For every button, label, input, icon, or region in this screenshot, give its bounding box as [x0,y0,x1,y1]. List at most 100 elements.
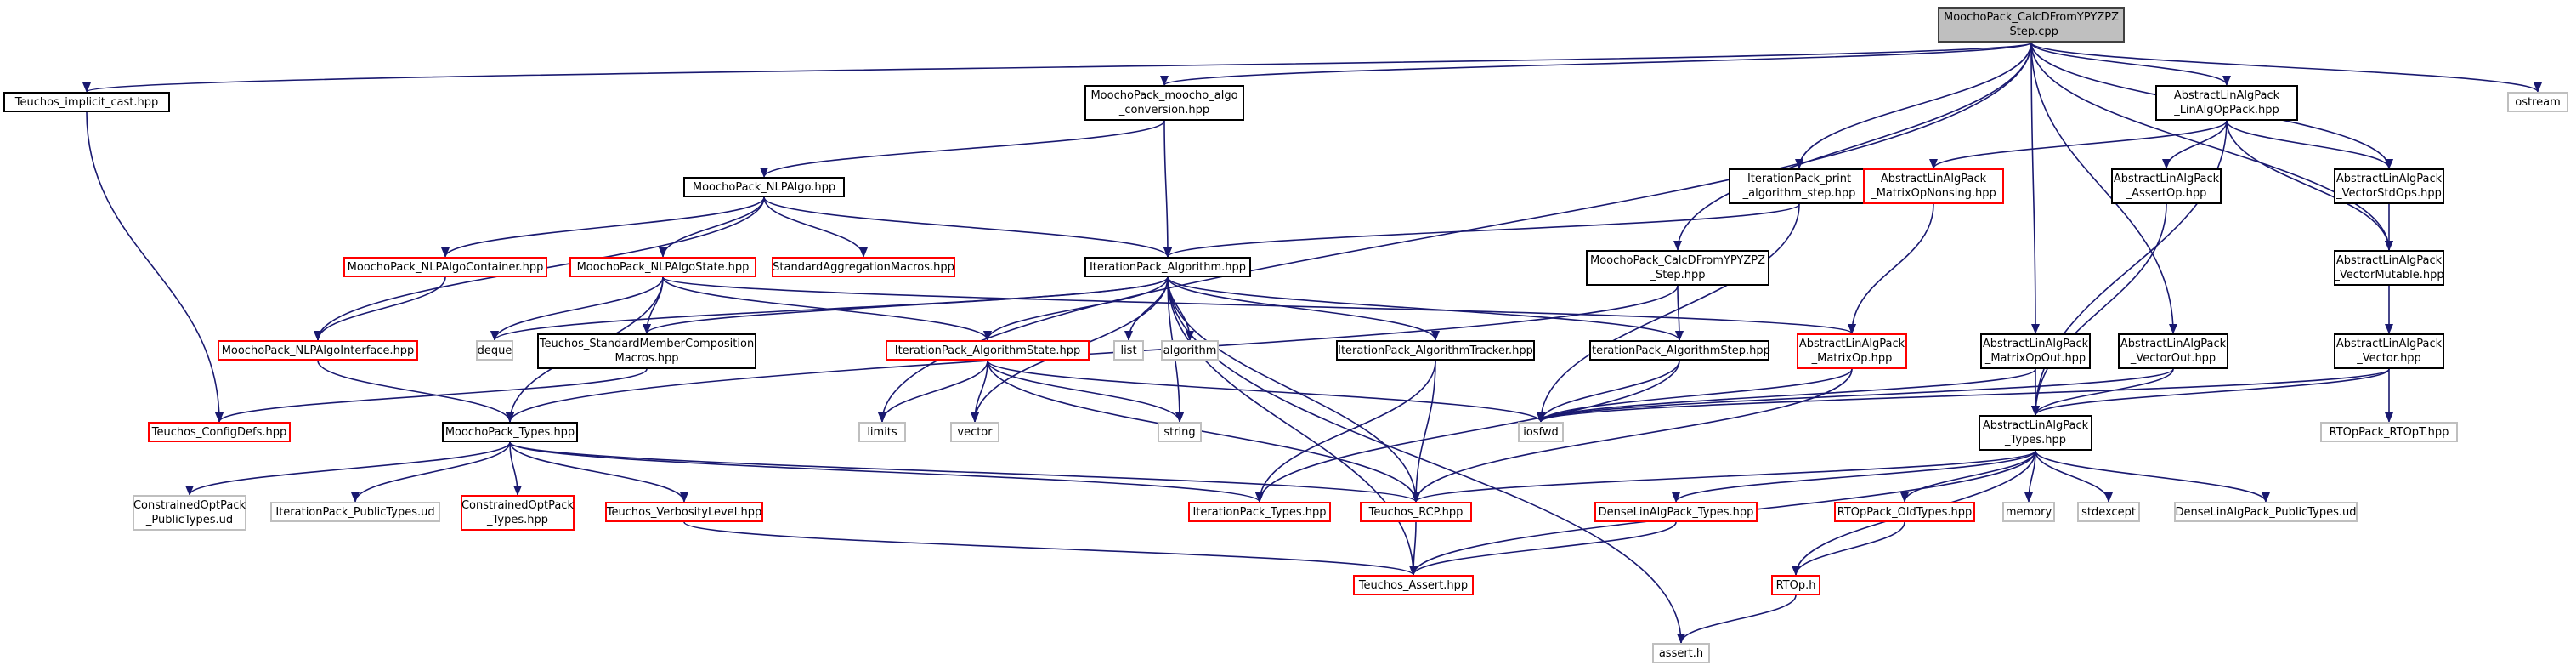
file-node-rtop-h[interactable]: RTOp.h [1771,575,1820,595]
file-node-teuchos-assert[interactable]: Teuchos_Assert.hpp [1353,575,1474,595]
edge-root-to-linalg-op [2030,42,2231,86]
edge-nlpalgo-interface-to-moocho-types [317,360,514,423]
edge-rcp-to-teuchos-assert [1409,521,1418,576]
edge-linalg-op-to-vector-std-ops [2226,120,2393,169]
file-node-iter-public: IterationPack_PublicTypes.ud [270,502,440,522]
file-node-root[interactable]: MoochoPack_CalcDFromYPYZPZ _Step.cpp [1938,7,2125,43]
edge-iter-algo-step-to-iosfwd [1537,360,1680,423]
edge-moocho-types-to-iter-types [509,441,1264,503]
edge-root-to-vector-out [2030,42,2177,334]
edge-nlpalgo-state-to-std-member-comp [643,276,664,334]
edge-iter-algorithm-to-iter-algo-state [983,276,1169,341]
edge-nlpalgo-state-to-deque [490,276,664,341]
file-node-deque: deque [476,340,513,361]
edge-vector-hpp-to-iosfwd [1537,368,2390,423]
file-node-copt-public: ConstrainedOptPack _PublicTypes.ud [133,495,246,531]
edge-iter-algorithm-to-std-member-comp [643,276,1169,334]
file-node-memory: memory [2002,502,2055,522]
file-node-assert-h: assert.h [1652,643,1710,663]
edge-moocho-algo-conv-to-iter-algorithm [1163,120,1172,258]
file-node-ostream: ostream [2507,92,2568,112]
file-node-vector-hpp[interactable]: AbstractLinAlgPack _Vector.hpp [2334,333,2444,369]
file-node-matrix-op[interactable]: AbstractLinAlgPack _MatrixOp.hpp [1797,333,1907,369]
file-node-rtop-old[interactable]: RTOpPack_OldTypes.hpp [1834,502,1975,522]
edge-moocho-types-to-copt-public [185,441,511,496]
edge-alap-types-to-stdexcept [2035,450,2113,503]
file-node-vector-out[interactable]: AbstractLinAlgPack _VectorOut.hpp [2118,333,2228,369]
edge-assert-op-to-alap-types [2031,203,2167,416]
edge-iter-algo-state-to-rcp [987,360,1420,503]
file-node-matrix-op-nonsing[interactable]: AbstractLinAlgPack _MatrixOpNonsing.hpp [1863,168,2004,204]
edge-root-to-matrix-op-out [2030,42,2040,334]
edge-matrix-op-out-to-iosfwd [1537,368,2036,423]
edge-rtop-old-to-rtop-h [1792,521,1905,576]
edge-iter-algo-step-to-iter-types [1255,360,1680,503]
file-node-copt-types[interactable]: ConstrainedOptPack _Types.hpp [461,495,575,531]
edge-root-to-ostream [2030,42,2542,93]
edge-vector-out-to-iosfwd [1537,368,2174,423]
edge-iter-algo-tracker-to-iter-types [1255,360,1436,503]
edge-iter-print-to-iter-algorithm [1163,203,1800,258]
edge-root-to-moocho-algo-conv [1160,42,2032,86]
edge-iter-algorithm-to-list [1124,276,1169,341]
edge-iter-algo-state-to-string [987,360,1184,423]
edge-std-member-comp-to-config-defs [215,368,648,423]
file-node-vector-mutable[interactable]: AbstractLinAlgPack _VectorMutable.hpp [2334,250,2444,286]
edge-nlpalgo-container-to-nlpalgo-interface [314,276,446,341]
file-node-nlpalgo-interface[interactable]: MoochoPack_NLPAlgoInterface.hpp [218,340,418,361]
file-node-alap-types[interactable]: AbstractLinAlgPack _Types.hpp [1979,415,2092,451]
edge-nlpalgo-to-nlpalgo-state [659,196,765,258]
edge-iter-algo-tracker-to-rcp [1412,360,1436,503]
edge-iter-algorithm-to-rcp [1167,276,1420,503]
file-node-string: string [1158,422,1202,442]
edge-linalg-op-to-alap-types [2031,120,2228,416]
file-node-dense-types[interactable]: DenseLinAlgPack_Types.hpp [1594,502,1758,522]
file-node-iter-algorithm[interactable]: IterationPack_Algorithm.hpp [1084,257,1251,277]
file-node-stdexcept: stdexcept [2077,502,2140,522]
edge-iter-algorithm-to-deque [490,276,1169,341]
edge-verbosity-to-teuchos-assert [683,521,1418,576]
edge-moocho-types-to-copt-types [509,441,522,496]
file-node-limits: limits [858,422,906,442]
file-node-config-defs[interactable]: Teuchos_ConfigDefs.hpp [148,422,291,442]
edge-vector-out-to-alap-types [2031,368,2174,416]
file-node-implicit-cast[interactable]: Teuchos_implicit_cast.hpp [3,92,170,112]
file-node-moocho-algo-conv[interactable]: MoochoPack_moocho_algo _conversion.hpp [1084,85,1244,121]
file-node-nlpalgo-container[interactable]: MoochoPack_NLPAlgoContainer.hpp [343,257,547,277]
file-node-std-member-comp[interactable]: Teuchos_StandardMemberComposition Macros… [537,333,756,369]
edge-alap-types-to-rcp [1412,450,2036,503]
file-node-vector: vector [950,422,999,442]
file-node-iter-algo-tracker[interactable]: IterationPack_AlgorithmTracker.hpp [1336,340,1535,361]
edge-nlpalgo-to-std-agg-macros [763,196,868,258]
edge-iter-algorithm-to-iter-algo-tracker [1167,276,1440,341]
file-node-moocho-types[interactable]: MoochoPack_Types.hpp [442,422,578,442]
edge-calcd-hpp-to-iter-algo-step [1674,285,1684,341]
file-node-std-agg-macros[interactable]: StandardAggregationMacros.hpp [772,257,955,277]
file-node-nlpalgo[interactable]: MoochoPack_NLPAlgo.hpp [683,177,845,197]
file-node-rtop-rtopt: RTOpPack_RTOpT.hpp [2320,422,2458,442]
file-node-calcd-hpp[interactable]: MoochoPack_CalcDFromYPYZPZ _Step.hpp [1586,250,1769,286]
edge-iter-algo-state-to-limits [878,360,988,423]
file-node-assert-op[interactable]: AbstractLinAlgPack _AssertOp.hpp [2111,168,2222,204]
edge-calcd-hpp-to-moocho-types [506,285,1679,423]
file-node-verbosity[interactable]: Teuchos_VerbosityLevel.hpp [605,502,763,522]
file-node-nlpalgo-state[interactable]: MoochoPack_NLPAlgoState.hpp [569,257,756,277]
edge-moocho-types-to-iter-public [351,441,511,503]
edge-nlpalgo-to-iter-algorithm [763,196,1172,258]
edge-iter-algorithm-to-iter-algo-step [1167,276,1684,341]
file-node-vector-std-ops[interactable]: AbstractLinAlgPack _VectorStdOps.hpp [2334,168,2444,204]
file-node-iter-types[interactable]: IterationPack_Types.hpp [1188,502,1331,522]
file-node-matrix-op-out[interactable]: AbstractLinAlgPack _MatrixOpOut.hpp [1980,333,2091,369]
file-node-iter-algo-state[interactable]: IterationPack_AlgorithmState.hpp [886,340,1090,361]
edge-linalg-op-to-assert-op [2162,120,2228,169]
file-node-iter-algo-step[interactable]: IterationPack_AlgorithmStep.hpp [1588,340,1770,361]
file-node-rcp[interactable]: Teuchos_RCP.hpp [1360,502,1472,522]
edge-moocho-algo-conv-to-nlpalgo [760,120,1165,178]
edge-matrix-op-to-rcp [1412,368,1853,503]
edge-iter-algo-state-to-iosfwd [987,360,1545,423]
edge-nlpalgo-to-nlpalgo-container [441,196,765,258]
file-node-iter-print[interactable]: IterationPack_print _algorithm_step.hpp [1729,168,1870,204]
edge-vector-hpp-to-alap-types [2031,368,2390,416]
edge-implicit-cast-to-config-defs [86,111,224,423]
file-node-linalg-op[interactable]: AbstractLinAlgPack _LinAlgOpPack.hpp [2155,85,2298,121]
